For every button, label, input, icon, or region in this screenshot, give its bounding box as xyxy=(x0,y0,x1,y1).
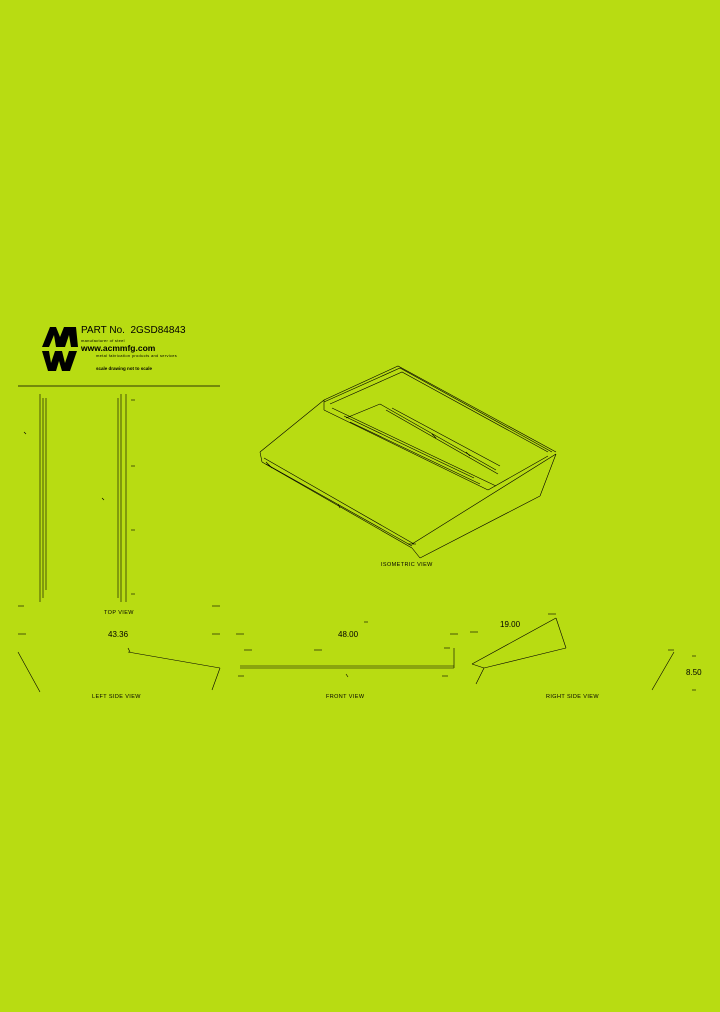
top-view-label: TOP VIEW xyxy=(104,610,134,616)
right-side-view-label: RIGHT SIDE VIEW xyxy=(546,694,599,700)
top-view-drawing xyxy=(18,394,220,607)
company-logo xyxy=(42,327,78,371)
company-subtitle: manufacturer of steel xyxy=(81,338,125,343)
company-website: www.acmmfg.com xyxy=(81,343,156,353)
height-dimension: 8.50 xyxy=(686,668,702,677)
front-view-label: FRONT VIEW xyxy=(326,694,365,700)
part-number-value: 2GSD84843 xyxy=(130,325,186,336)
part-number-label: PART No. xyxy=(81,325,125,336)
right-depth-dimension: 19.00 xyxy=(500,620,521,629)
part-number: PART No. 2GSD84843 xyxy=(81,325,186,336)
company-tagline: metal fabrication products and services xyxy=(96,353,178,358)
scale-note: scale drawing not to scale xyxy=(96,366,153,371)
left-side-view-label: LEFT SIDE VIEW xyxy=(92,694,141,700)
front-view-drawing xyxy=(236,621,458,678)
front-width-dimension: 48.00 xyxy=(338,630,359,639)
isometric-view-label: ISOMETRIC VIEW xyxy=(381,562,433,568)
isometric-view-drawing xyxy=(259,365,557,559)
right-side-view-drawing xyxy=(470,613,696,691)
left-side-view-drawing xyxy=(17,633,221,693)
left-width-dimension: 43.36 xyxy=(108,630,129,639)
